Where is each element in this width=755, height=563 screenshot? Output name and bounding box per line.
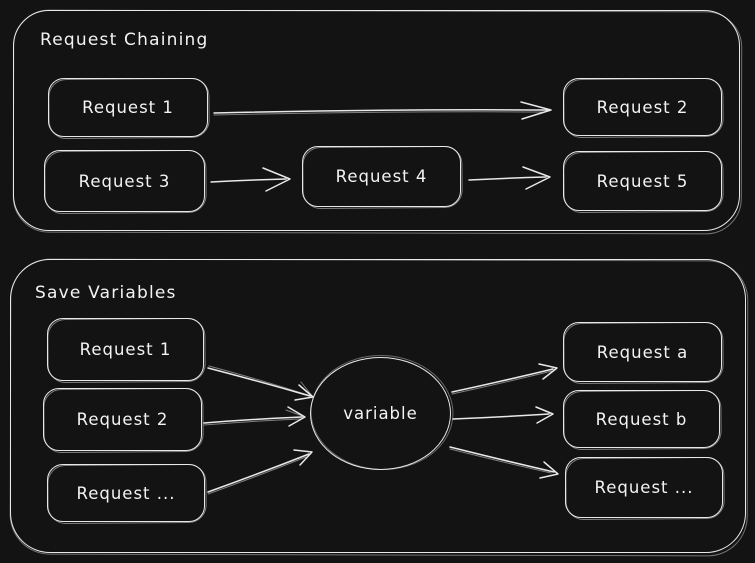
node-source-request-1: Request 1 <box>47 318 204 381</box>
node-target-request-dots-label: Request ... <box>594 478 694 497</box>
node-source-request-dots: Request ... <box>47 464 205 522</box>
node-request-4-label: Request 4 <box>335 167 428 186</box>
node-target-request-a-label: Request a <box>596 342 689 362</box>
request-chaining-panel <box>13 10 740 231</box>
node-target-request-dots: Request ... <box>565 457 723 518</box>
node-source-request-1-label: Request 1 <box>79 340 172 359</box>
node-source-request-2: Request 2 <box>43 388 202 451</box>
variable-label: variable <box>343 404 418 423</box>
node-request-3-label: Request 3 <box>78 171 171 191</box>
node-source-request-2-label: Request 2 <box>76 410 169 429</box>
node-target-request-b-label: Request b <box>595 409 688 429</box>
request-chaining-title: Request Chaining <box>40 30 209 50</box>
save-variables-title: Save Variables <box>35 283 177 303</box>
node-variable-ellipse: variable <box>310 357 451 470</box>
node-request-5: Request 5 <box>563 151 722 211</box>
node-source-request-dots-label: Request ... <box>76 483 176 503</box>
node-target-request-a: Request a <box>563 322 722 382</box>
node-request-2: Request 2 <box>563 78 722 136</box>
node-request-4: Request 4 <box>302 146 461 207</box>
node-request-5-label: Request 5 <box>596 171 689 191</box>
node-request-2-label: Request 2 <box>596 97 689 117</box>
node-request-1-label: Request 1 <box>82 98 174 117</box>
node-request-3: Request 3 <box>44 150 205 212</box>
node-target-request-b: Request b <box>563 390 720 448</box>
save-variables-panel <box>10 259 746 553</box>
node-request-1: Request 1 <box>48 78 208 137</box>
